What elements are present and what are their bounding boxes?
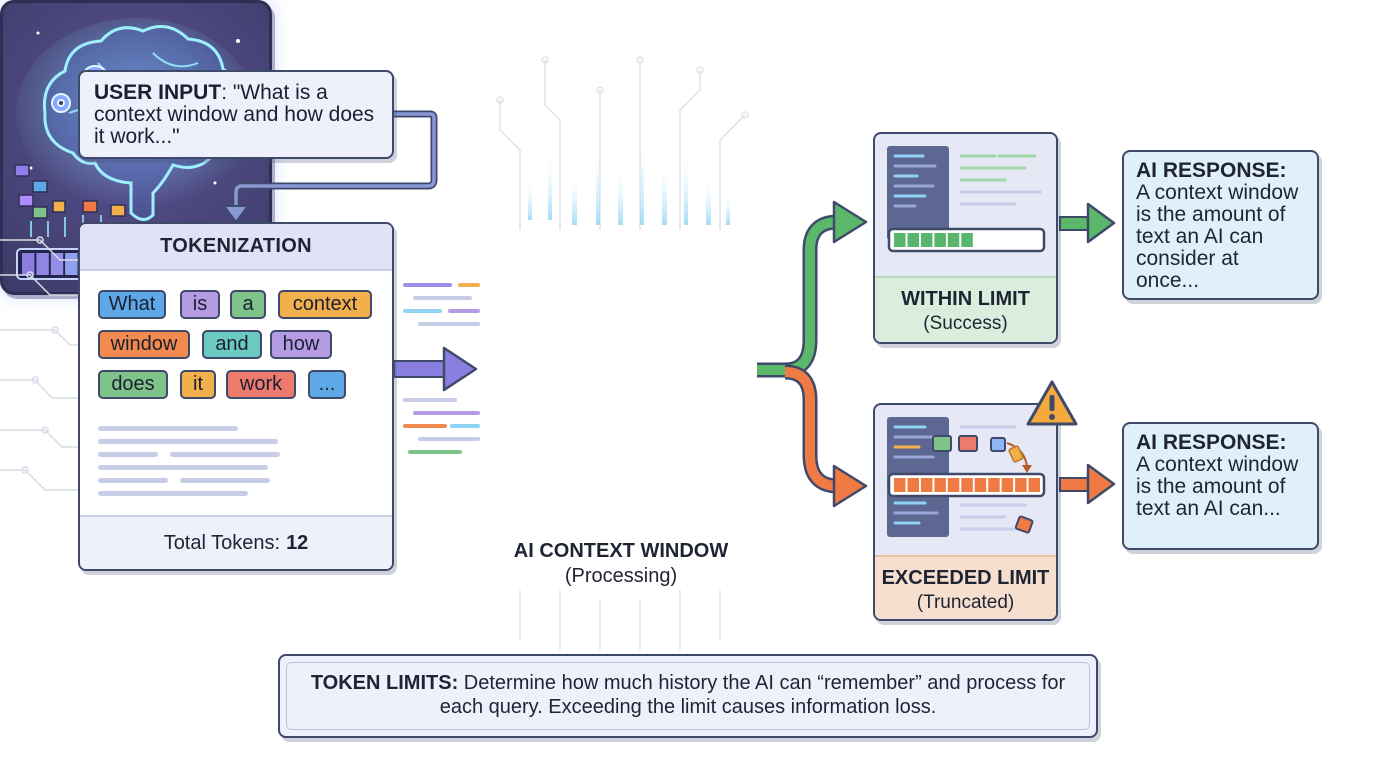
total-tokens-label: Total Tokens: bbox=[163, 531, 281, 554]
filler-line bbox=[98, 426, 238, 431]
left-circuit-traces bbox=[0, 236, 78, 491]
filler-line bbox=[98, 452, 158, 457]
bar-segment bbox=[988, 233, 1000, 247]
filler-line bbox=[180, 478, 270, 483]
bar-segment bbox=[920, 233, 933, 247]
bar-segment bbox=[1028, 233, 1040, 247]
exceeded-limit-title: EXCEEDED LIMIT bbox=[881, 567, 1050, 589]
user-input-card: USER INPUT: "What is a context window an… bbox=[78, 70, 394, 159]
token-chip: window bbox=[98, 330, 190, 359]
within-limit-fill bbox=[894, 233, 1040, 247]
bar-segment bbox=[1001, 478, 1014, 492]
processor-subtitle: (Processing) bbox=[564, 565, 678, 587]
bar-segment bbox=[894, 478, 906, 492]
token-chip: a bbox=[230, 290, 266, 319]
processor-title: AI CONTEXT WINDOW bbox=[513, 540, 729, 562]
bar-segment bbox=[920, 478, 933, 492]
token-chip: how bbox=[270, 330, 332, 359]
token-chip: it bbox=[180, 370, 216, 399]
token-chip: context bbox=[278, 290, 372, 319]
tokenization-to-processor-arrow bbox=[393, 346, 478, 392]
within-limit-caption: WITHIN LIMIT (Success) bbox=[875, 276, 1056, 342]
bar-segment bbox=[988, 478, 1000, 492]
token-limits-text: Determine how much history the AI can “r… bbox=[439, 672, 1066, 718]
total-tokens-value: 12 bbox=[286, 531, 309, 554]
total-tokens-footer: Total Tokens:12 bbox=[80, 515, 392, 569]
ai-response-title: AI RESPONSE: bbox=[1136, 159, 1287, 182]
bar-segment bbox=[1015, 478, 1027, 492]
bar-segment bbox=[974, 233, 987, 247]
bar-segment bbox=[1015, 233, 1027, 247]
bar-segment bbox=[1001, 233, 1014, 247]
token-chip: work bbox=[226, 370, 296, 399]
token-limits-label: TOKEN LIMITS: bbox=[310, 672, 459, 694]
filler-line bbox=[98, 439, 278, 444]
token-chip: and bbox=[202, 330, 262, 359]
bar-segment bbox=[22, 253, 35, 275]
data-streams bbox=[528, 130, 730, 225]
exceeded-limit-card: EXCEEDED LIMIT (Truncated) bbox=[873, 403, 1058, 621]
within-limit-window bbox=[887, 146, 1046, 253]
bar-segment bbox=[907, 478, 919, 492]
bar-segment bbox=[961, 233, 973, 247]
filler-line bbox=[98, 478, 168, 483]
bar-segment bbox=[65, 253, 78, 275]
user-input-label: USER INPUT bbox=[94, 81, 222, 104]
ai-response-text: A context window is the amount of text a… bbox=[1136, 453, 1299, 520]
incoming-token-streams bbox=[403, 283, 480, 454]
ai-response-text: A context window is the amount of text a… bbox=[1136, 181, 1299, 292]
token-chip: What bbox=[98, 290, 166, 319]
filler-line bbox=[170, 452, 280, 457]
bar-segment bbox=[907, 233, 919, 247]
exceeded-limit-fill bbox=[894, 478, 1040, 492]
filler-line bbox=[98, 491, 248, 496]
within-limit-card: WITHIN LIMIT (Success) bbox=[873, 132, 1058, 344]
success-response-arrow bbox=[1059, 202, 1116, 244]
bar-segment bbox=[947, 233, 960, 247]
ai-response-success: AI RESPONSE: A context window is the amo… bbox=[1122, 150, 1319, 300]
input-arrowhead bbox=[222, 205, 250, 224]
exceeded-limit-window bbox=[887, 417, 1046, 537]
bar-segment bbox=[947, 478, 960, 492]
exceeded-limit-caption: EXCEEDED LIMIT (Truncated) bbox=[875, 555, 1056, 619]
within-limit-subtitle: (Success) bbox=[923, 313, 1008, 334]
bar-segment bbox=[1028, 478, 1040, 492]
user-input-text: : "What is a context window and how does… bbox=[94, 81, 375, 148]
bottom-circuit-traces bbox=[519, 590, 721, 650]
ai-response-truncated: AI RESPONSE: A context window is the amo… bbox=[1122, 422, 1319, 550]
token-chip: does bbox=[98, 370, 168, 399]
bar-segment bbox=[934, 478, 946, 492]
bar-segment bbox=[36, 253, 49, 275]
truncated-response-arrow bbox=[1059, 463, 1116, 505]
bar-segment bbox=[974, 478, 987, 492]
within-limit-title: WITHIN LIMIT bbox=[901, 288, 1030, 310]
token-chip: is bbox=[180, 290, 220, 319]
exceeded-limit-subtitle: (Truncated) bbox=[916, 592, 1015, 613]
token-limits-text-box: TOKEN LIMITS: Determine how much history… bbox=[286, 662, 1090, 730]
within-limit-arrow bbox=[757, 200, 868, 378]
tokenization-title: TOKENIZATION bbox=[80, 224, 392, 271]
bar-segment bbox=[961, 478, 973, 492]
bar-segment bbox=[934, 233, 946, 247]
token-chip: ... bbox=[308, 370, 346, 399]
ai-response-title: AI RESPONSE: bbox=[1136, 431, 1287, 454]
warning-triangle-icon bbox=[1026, 380, 1078, 426]
incoming-token-blocks bbox=[14, 164, 126, 219]
exceeded-limit-arrow bbox=[784, 364, 868, 508]
filler-line bbox=[98, 465, 268, 470]
bar-segment bbox=[894, 233, 906, 247]
bar-segment bbox=[50, 253, 64, 275]
token-limits-note: TOKEN LIMITS: Determine how much history… bbox=[278, 654, 1098, 738]
